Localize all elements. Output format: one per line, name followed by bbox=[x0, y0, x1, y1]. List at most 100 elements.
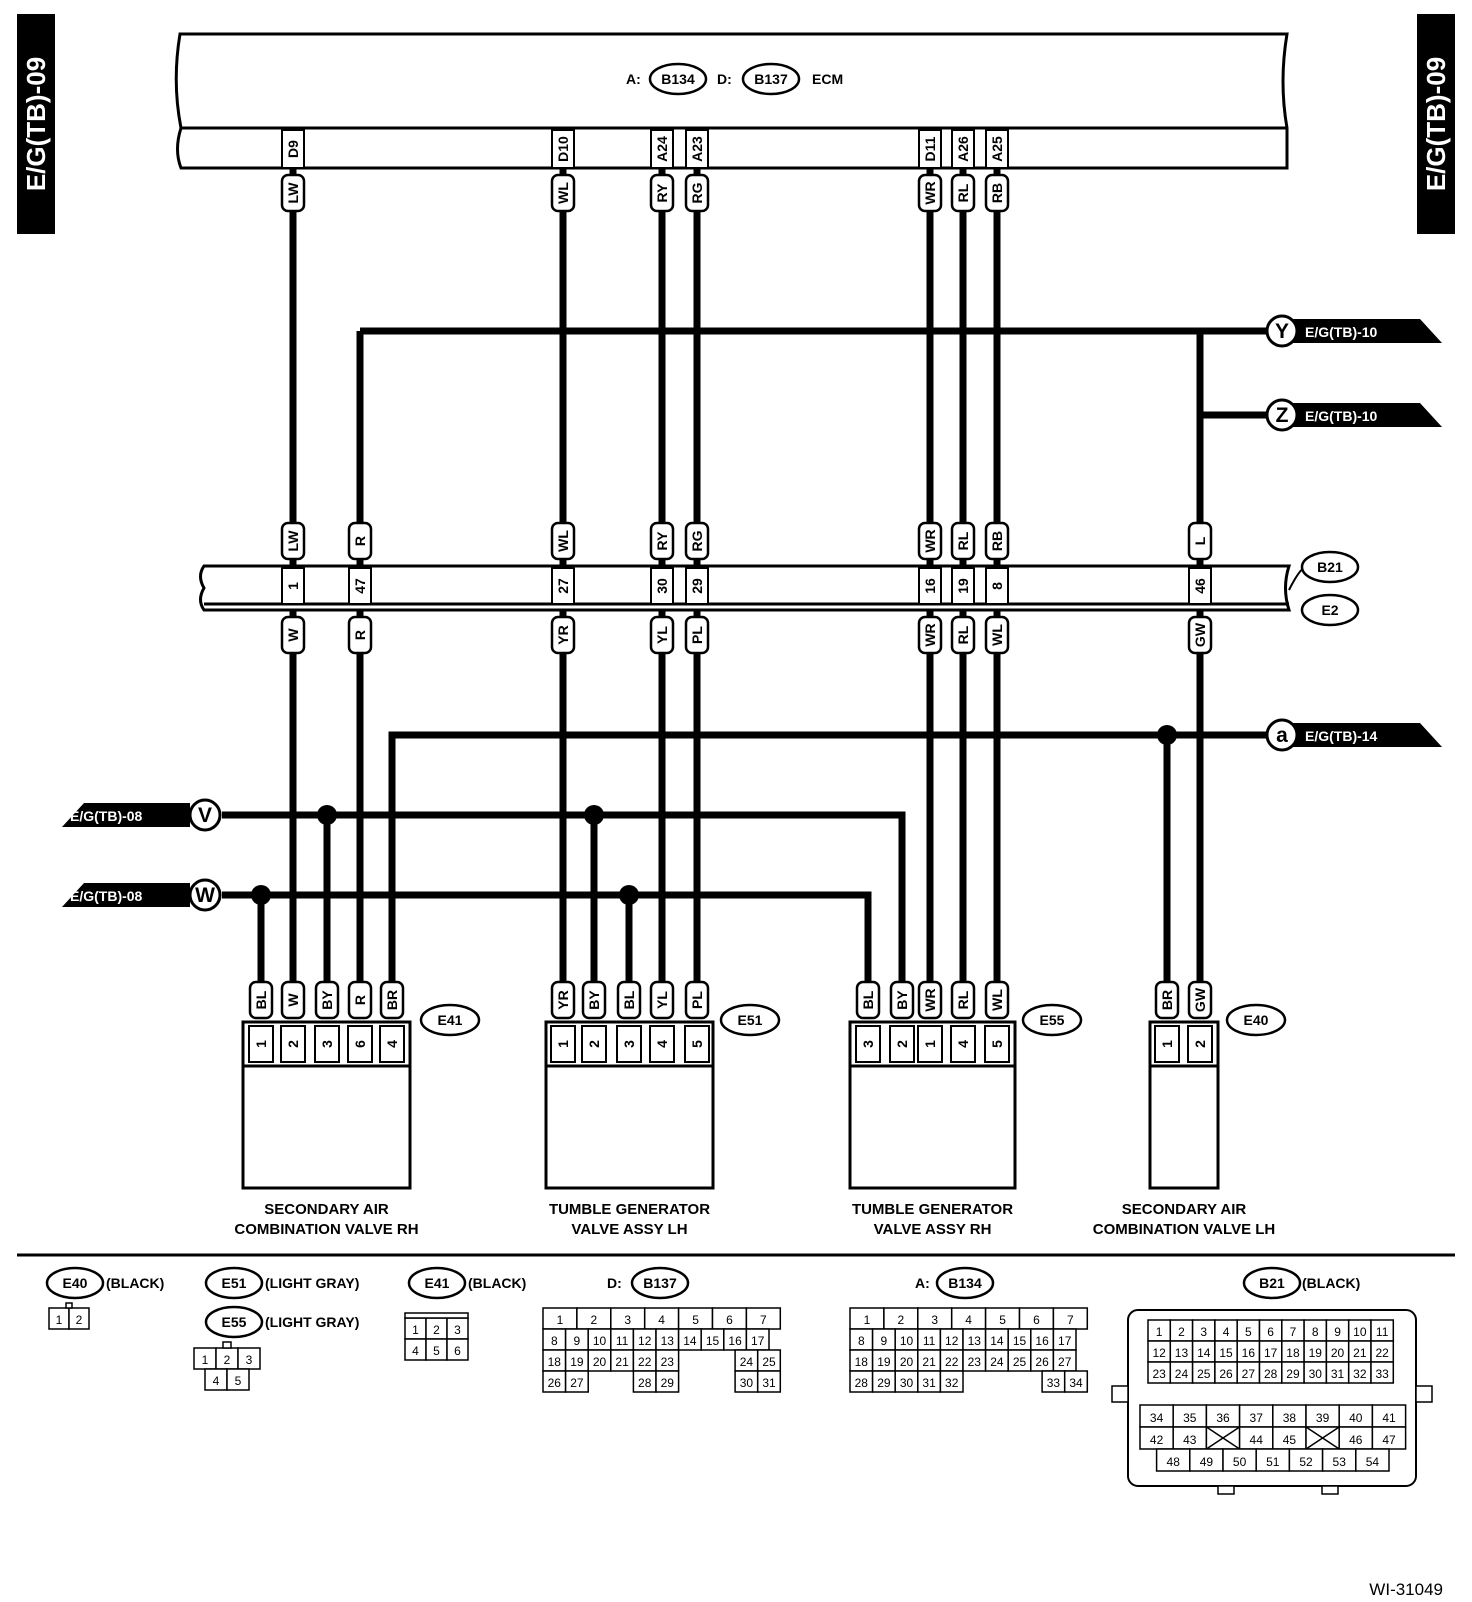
pin-label: 6 bbox=[1033, 1313, 1040, 1327]
pin-label: 14 bbox=[990, 1334, 1004, 1348]
wire-tag-b21-8-pill bbox=[1187, 521, 1213, 561]
comp-pin-box bbox=[280, 1025, 306, 1063]
ecm-pin-5: D11 bbox=[922, 136, 938, 161]
connector-ellipse bbox=[1225, 1003, 1287, 1037]
ecm-conn-d-prefix: D: bbox=[717, 71, 732, 87]
pin-label: 22 bbox=[638, 1355, 652, 1369]
legend-e51-ellipse bbox=[204, 1266, 264, 1300]
pin-cell bbox=[1063, 1370, 1089, 1393]
comp-wire-tag: PL bbox=[689, 991, 705, 1009]
wire-tag-b21-6: RL bbox=[955, 531, 971, 550]
ref-w-circle bbox=[188, 878, 222, 912]
comp-wire-tag: BL bbox=[621, 990, 637, 1009]
wire-tag-e2-1-pill bbox=[347, 615, 373, 655]
ecm-pin-6: A26 bbox=[955, 136, 971, 162]
pin-label: 47 bbox=[1382, 1433, 1396, 1447]
pin-label: 8 bbox=[858, 1334, 865, 1348]
pin-label: 21 bbox=[1353, 1346, 1367, 1360]
wire-tag-e2-4: PL bbox=[689, 626, 705, 644]
pin-label: 21 bbox=[615, 1355, 629, 1369]
ecm-pin-2: D10 bbox=[555, 136, 571, 162]
pin-label: 33 bbox=[1047, 1376, 1061, 1390]
pin-label: 34 bbox=[1069, 1376, 1083, 1390]
wire-tag-b21-5: WR bbox=[922, 529, 938, 552]
comp-pin-box bbox=[649, 1025, 675, 1063]
pin-label: 33 bbox=[1375, 1367, 1389, 1381]
pin-label: 19 bbox=[570, 1355, 584, 1369]
pin-label: 46 bbox=[1349, 1433, 1363, 1447]
comp-pin: 3 bbox=[621, 1040, 637, 1048]
comp-pin-box bbox=[1187, 1025, 1213, 1063]
connector-ellipse bbox=[1021, 1003, 1083, 1037]
junction-dot-v1 bbox=[317, 805, 337, 825]
ref-v-circle bbox=[188, 798, 222, 832]
comp-wire-tag-pill bbox=[917, 980, 943, 1020]
pin-label: 25 bbox=[1197, 1367, 1211, 1381]
ecm-pin-box-4 bbox=[685, 129, 709, 169]
wire-labels-layer: LWLWWRRWLWLYRRYRYYLRGRGPLWRWRWRRLRLRLRBR… bbox=[280, 173, 1213, 655]
pin-label: 51 bbox=[1266, 1455, 1280, 1469]
component-caption-1: SECONDARY AIR bbox=[1122, 1201, 1247, 1218]
tab-code-left: E/G(TB)-09 bbox=[21, 57, 51, 191]
e2-label: E2 bbox=[1321, 602, 1338, 618]
pin-label: 36 bbox=[1216, 1411, 1230, 1425]
legend-b21-tab-2 bbox=[1321, 1485, 1339, 1495]
b21-pin-8: 46 bbox=[1192, 578, 1208, 594]
wire-tag-ecm-4-pill bbox=[684, 173, 710, 213]
ref-w-target: E/G(TB)-08 bbox=[70, 888, 143, 904]
comp-wire-tag-pill bbox=[950, 980, 976, 1020]
wire-tag-b21-3-pill bbox=[649, 521, 675, 561]
pin-label: 3 bbox=[246, 1353, 253, 1367]
connector-id: E41 bbox=[438, 1012, 463, 1028]
pin-label: 15 bbox=[706, 1334, 720, 1348]
ref-a-circle bbox=[1265, 718, 1299, 752]
pin-label: 16 bbox=[728, 1334, 742, 1348]
pin-cell bbox=[939, 1370, 964, 1393]
ref-y-target: E/G(TB)-10 bbox=[1305, 324, 1378, 340]
pin-label: 18 bbox=[1286, 1346, 1300, 1360]
pin-label: 42 bbox=[1150, 1433, 1164, 1447]
pin-label: 2 bbox=[76, 1313, 83, 1327]
legend-e55-ellipse bbox=[204, 1305, 264, 1339]
pin-label: 20 bbox=[900, 1355, 914, 1369]
pin-label: 1 bbox=[412, 1323, 419, 1337]
wire-tag-e2-0: W bbox=[285, 628, 301, 642]
b21-pin-box-3 bbox=[650, 567, 674, 605]
component-caption-1: SECONDARY AIR bbox=[264, 1201, 389, 1218]
ecm-pin-4: A23 bbox=[689, 136, 705, 162]
comp-pin: 4 bbox=[955, 1040, 971, 1048]
component-caption-2: VALVE ASSY RH bbox=[874, 1221, 992, 1238]
pin-label: 1 bbox=[202, 1353, 209, 1367]
comp-pin: 4 bbox=[654, 1040, 670, 1048]
page-tab-left: E/G(TB)-09 bbox=[17, 14, 55, 234]
wire-tag-ecm-2-pill bbox=[550, 173, 576, 213]
wire-tag-b21-2: WL bbox=[555, 530, 571, 552]
comp-wire-tag: BR bbox=[1159, 990, 1175, 1010]
wire-tag-b21-6-pill bbox=[950, 521, 976, 561]
wire-tag-b21-7-pill bbox=[984, 521, 1010, 561]
pin-label: 6 bbox=[454, 1344, 461, 1358]
comp-pin-box bbox=[314, 1025, 340, 1063]
pin-label: 49 bbox=[1200, 1455, 1214, 1469]
pin-label: 5 bbox=[1245, 1325, 1252, 1339]
pin-label: 25 bbox=[1013, 1355, 1027, 1369]
wire-tag-e2-5: WR bbox=[922, 623, 938, 646]
legend-b21-id: B21 bbox=[1259, 1275, 1285, 1291]
pin-label: 8 bbox=[1312, 1325, 1319, 1339]
pin-label: 26 bbox=[1219, 1367, 1233, 1381]
comp-pin-box bbox=[248, 1025, 274, 1063]
comp-wire-tag-pill bbox=[616, 980, 642, 1020]
pin-label: 3 bbox=[931, 1313, 938, 1327]
wire-tag-ecm-6: RL bbox=[955, 183, 971, 202]
wire-tag-e2-0-pill bbox=[280, 615, 306, 655]
component-caption-2: VALVE ASSY LH bbox=[571, 1221, 687, 1238]
pin-label: 8 bbox=[551, 1334, 558, 1348]
comp-wire-tag: BY bbox=[319, 990, 335, 1010]
pin-label: 41 bbox=[1382, 1411, 1396, 1425]
pin-label: 1 bbox=[557, 1313, 564, 1327]
pin-label: 40 bbox=[1349, 1411, 1363, 1425]
